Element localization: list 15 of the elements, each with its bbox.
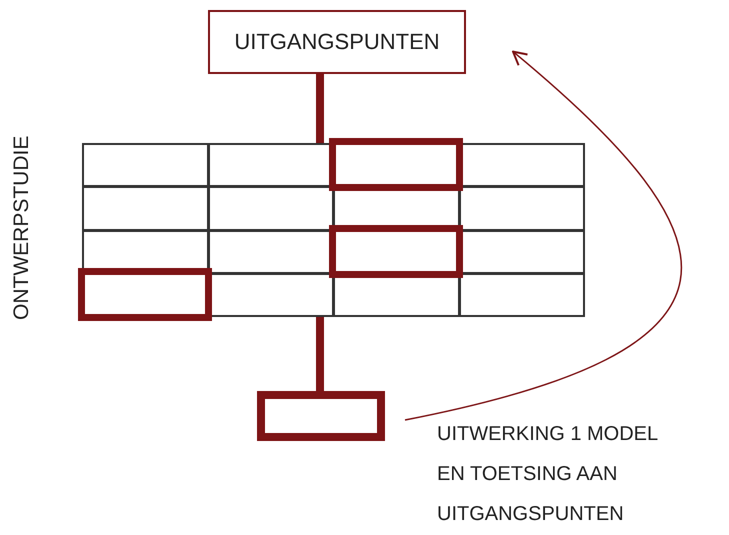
highlighted-cell [329, 224, 462, 278]
connector-line [316, 316, 324, 391]
curved-arrow [404, 50, 681, 421]
result-box [257, 391, 385, 441]
highlighted-cell [329, 138, 462, 192]
table-cell [82, 186, 208, 230]
table-cell [82, 143, 208, 188]
table-cell [208, 186, 334, 230]
connector-line [316, 74, 324, 143]
node-caption: ONTWERPSTUDIE [10, 134, 34, 322]
node-caption: UITWERKING 1 MODEL EN TOETSING AAN UITGANGSPUNTEN [437, 422, 658, 527]
box-title: UITGANGSPUNTEN [234, 29, 440, 55]
table-cell [458, 186, 585, 230]
highlighted-cell [78, 268, 212, 321]
table-cell [458, 272, 585, 317]
